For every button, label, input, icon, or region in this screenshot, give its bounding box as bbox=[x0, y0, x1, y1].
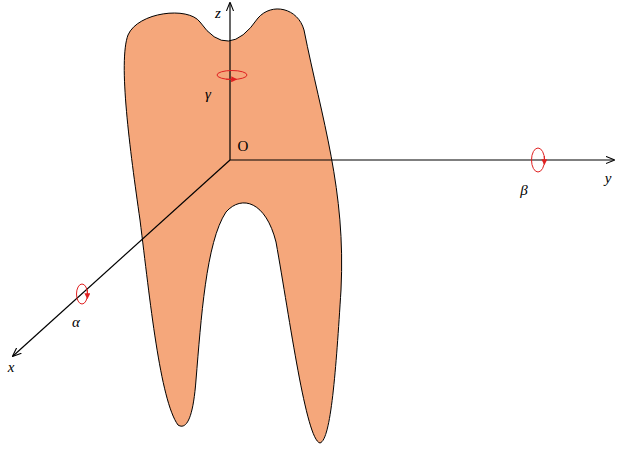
y-axis bbox=[230, 159, 614, 160]
rotation-alpha bbox=[77, 284, 88, 304]
rotation-alpha-head bbox=[87, 290, 88, 298]
rotation-label: β bbox=[520, 183, 527, 198]
rotation-label: γ bbox=[205, 87, 211, 102]
rotation-label: α bbox=[72, 315, 80, 330]
axis-label: z bbox=[215, 6, 221, 21]
rotation-beta-head bbox=[544, 156, 545, 164]
rotation-gamma-head bbox=[226, 79, 236, 80]
origin-label: O bbox=[238, 139, 249, 154]
rotation-beta bbox=[532, 148, 545, 172]
x-axis bbox=[13, 160, 230, 356]
axis-label: y bbox=[605, 171, 612, 186]
axis-label: x bbox=[8, 360, 15, 375]
z-axis bbox=[229, 3, 230, 160]
rotation-gamma bbox=[217, 71, 247, 80]
